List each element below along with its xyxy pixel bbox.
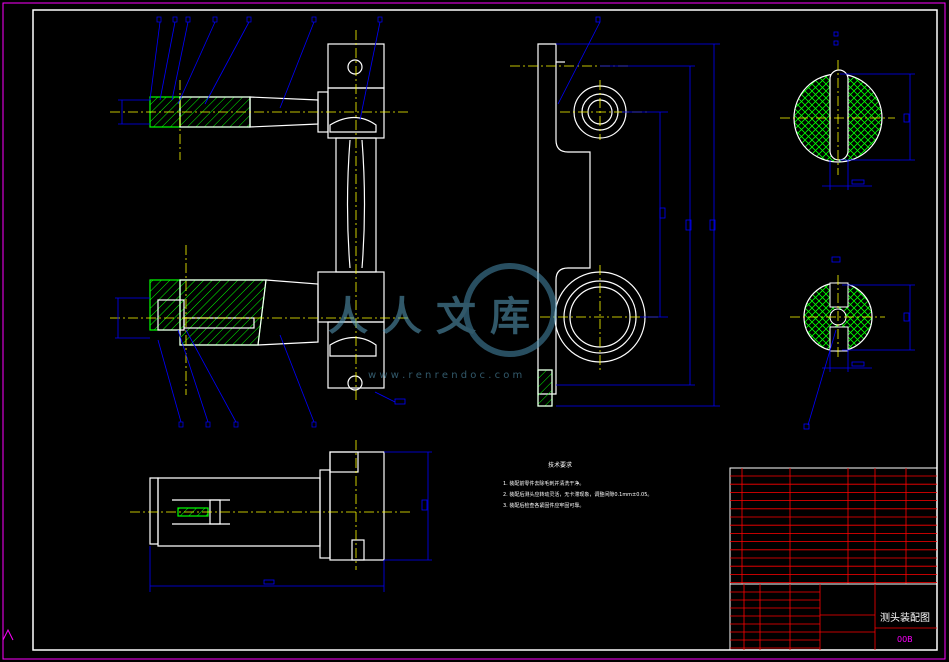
drawing-number: 00B [897,635,913,644]
title-block [729,583,938,651]
front-view-dimensions [115,16,406,428]
bottom-view-probe [149,451,385,561]
side-view-frame [537,43,646,407]
drawing-title: 测头装配图 [880,611,930,624]
watermark-logo-text: 人人文库 [328,294,544,340]
note-line-1: 1. 装配前零件去除毛刺并清洗干净。 [503,480,584,487]
note-line-2: 2. 装配后测头应转动灵活，无卡滞现象，调整间隙0.1mm±0.05。 [503,491,652,498]
front-view-centerlines [110,30,408,400]
section-view-upper [780,31,915,190]
notes-heading: 技术要求 [548,461,572,469]
section-view-lower [790,256,915,430]
margin-marks [2,2,18,660]
watermark: 人人文库 w w w . r e n r e n d o c . c o m [328,263,557,381]
bottom-view-dimensions [149,451,432,592]
front-view-assembly [149,43,385,391]
side-view-dimensions [556,16,720,407]
technical-notes: 技术要求 1. 装配前零件去除毛刺并清洗干净。 2. 装配后测头应转动灵活，无卡… [503,461,652,509]
watermark-url: w w w . r e n r e n d o c . c o m [368,370,522,381]
note-line-3: 3. 装配后检查各紧固件应牢固可靠。 [503,502,584,509]
bottom-view-centerlines [130,440,412,570]
parts-list-table [729,467,938,585]
